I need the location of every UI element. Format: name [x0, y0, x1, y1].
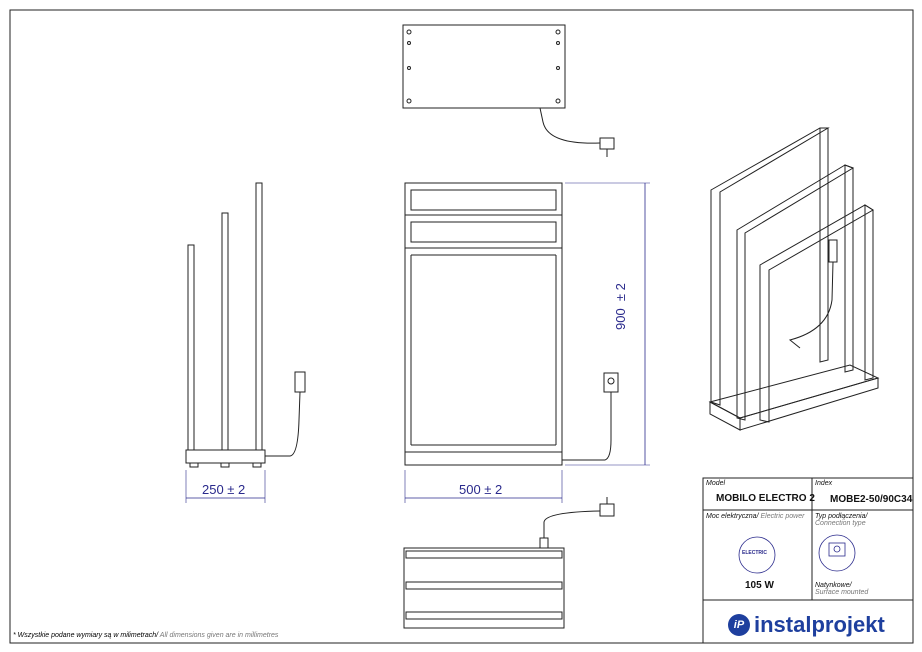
front-view	[404, 182, 650, 503]
surface-socket-icon	[818, 534, 856, 572]
instalprojekt-logo: iP instalprojekt	[728, 612, 885, 638]
model-label: Model	[706, 480, 726, 487]
connection-value-pl: Natynkowe/	[815, 582, 852, 589]
connection-label-en: Connection type	[815, 520, 866, 527]
connection-label-pl: Typ podłączenia/	[815, 513, 868, 520]
index-label: Index	[815, 480, 833, 487]
connection-value-en: Surface mounted	[815, 589, 869, 596]
power-label: Moc elektryczna/ Electric power	[706, 513, 805, 520]
model-value: MOBILO ELECTRO 2	[716, 493, 815, 504]
side-view	[185, 182, 306, 503]
electric-icon-text: ELECTRIC	[742, 550, 767, 556]
title-block-lines	[702, 477, 914, 644]
power-value: 105 W	[745, 580, 774, 591]
side-width-dimension: 250 ± 2	[202, 482, 246, 497]
electric-plug-icon	[738, 536, 776, 574]
height-dimension: 900 ± 2	[613, 283, 628, 330]
isometric-view	[708, 127, 880, 431]
bottom-view	[403, 497, 615, 629]
top-view	[402, 24, 615, 157]
index-value: MOBE2-50/90C34	[830, 494, 913, 505]
sheet-frame	[9, 9, 914, 644]
front-width-dimension: 500 ± 2	[459, 482, 503, 497]
brand-name: instalprojekt	[754, 612, 885, 637]
logo-mark-icon: iP	[728, 614, 750, 636]
footnote: * Wszystkie podane wymiary są w milimetr…	[13, 632, 279, 639]
